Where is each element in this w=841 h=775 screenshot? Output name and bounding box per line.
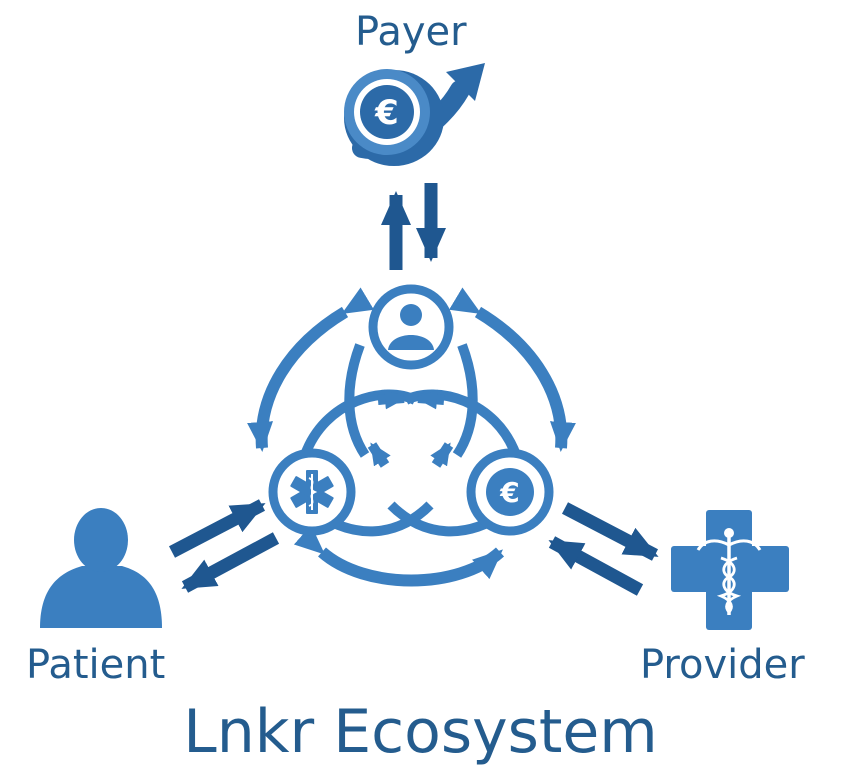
diagram-title: Lnkr Ecosystem bbox=[183, 697, 658, 767]
hub-user-icon bbox=[368, 284, 454, 370]
payer-hub-arrows bbox=[381, 183, 446, 270]
svg-text:€: € bbox=[499, 476, 519, 509]
payer-coin-icon: € bbox=[344, 63, 485, 166]
provider-label: Provider bbox=[640, 642, 805, 688]
patient-person-icon bbox=[40, 508, 162, 628]
hub-euro-icon: € bbox=[466, 448, 554, 536]
svg-text:€: € bbox=[374, 93, 399, 133]
provider-hub-arrows bbox=[548, 502, 659, 596]
patient-hub-arrows bbox=[168, 499, 280, 593]
provider-medical-cross-icon bbox=[671, 510, 789, 630]
payer-label: Payer bbox=[355, 9, 467, 55]
patient-label: Patient bbox=[26, 642, 166, 688]
hub-star-of-life-icon bbox=[268, 448, 356, 536]
outer-loop-arrows bbox=[247, 287, 576, 587]
